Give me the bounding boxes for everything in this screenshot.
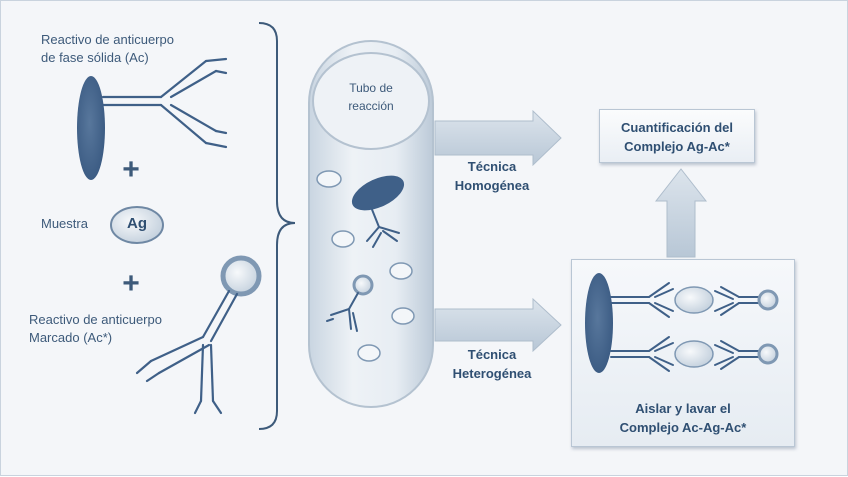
quant-line-1: Cuantificación del	[621, 120, 733, 135]
solid-phase-label-line-2: de fase sólida (Ac)	[41, 50, 149, 65]
solid-phase-label-line-1: Reactivo de anticuerpo	[41, 32, 174, 47]
heterogeneous-line-2: Heterogénea	[452, 366, 532, 381]
homogeneous-line-2: Homogénea	[454, 178, 530, 193]
heterogeneous-arrow	[434, 297, 562, 353]
reaction-tube	[308, 40, 434, 408]
tube-label-line-1: Tubo de	[349, 81, 393, 95]
homogeneous-line-1: Técnica	[467, 159, 517, 174]
isolate-line-2: Complejo Ac-Ag-Ac*	[619, 420, 747, 435]
homogeneous-technique-label: Técnica Homogénea	[437, 157, 547, 195]
quantification-label: Cuantificación del Complejo Ag-Ac*	[600, 118, 754, 156]
solid-phase-reagent-label: Reactivo de anticuerpo de fase sólida (A…	[41, 31, 174, 67]
tube-label-line-2: reacción	[348, 99, 394, 113]
heterogeneous-line-1: Técnica	[467, 347, 517, 362]
tube-label: Tubo de reacción	[331, 79, 411, 115]
up-arrow	[654, 168, 708, 258]
antigen-ellipse	[110, 206, 164, 244]
isolate-wash-label: Aislar y lavar el Complejo Ac-Ag-Ac*	[571, 399, 795, 437]
plus-sign-2: +	[122, 267, 140, 300]
labeled-label-line-2: Marcado (Ac*)	[29, 330, 113, 345]
antigen-label: Ag	[127, 215, 147, 232]
heterogeneous-technique-label: Técnica Heterogénea	[437, 345, 547, 383]
homogeneous-arrow	[434, 109, 562, 167]
quant-line-2: Complejo Ag-Ac*	[624, 139, 730, 154]
labeled-reagent-label: Reactivo de anticuerpo Marcado (Ac*)	[29, 311, 162, 347]
labeled-label-line-1: Reactivo de anticuerpo	[29, 312, 162, 327]
labeled-antibody-icon	[135, 255, 262, 415]
sample-label: Muestra	[41, 216, 88, 231]
quantification-box: Cuantificación del Complejo Ag-Ac*	[599, 109, 755, 163]
solid-phase-antibody-icon	[77, 57, 228, 180]
sandwich-complex-icon	[585, 273, 779, 373]
plus-sign-1: +	[122, 153, 140, 186]
grouping-bracket	[258, 22, 296, 430]
isolate-line-1: Aislar y lavar el	[635, 401, 731, 416]
